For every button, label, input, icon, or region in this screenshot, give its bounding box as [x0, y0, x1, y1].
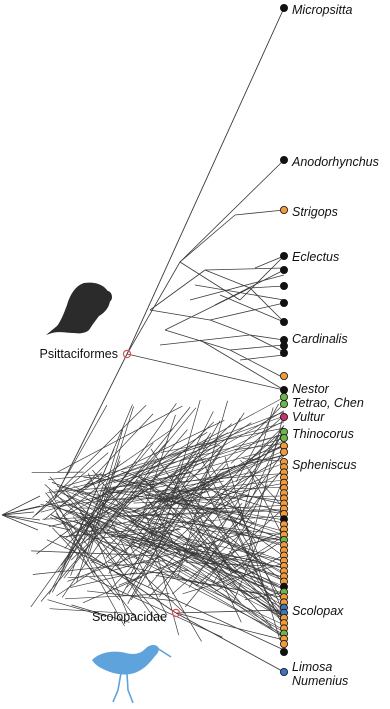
psittaciformes-edge [127, 262, 180, 354]
tip-nodes [280, 4, 287, 675]
network-edge [200, 340, 284, 390]
clade-label-psittaciformes: Psittaciformes [40, 347, 119, 361]
tip-node [280, 372, 287, 379]
tip-node [280, 252, 287, 259]
network-edge [205, 270, 250, 288]
anodorhynchus-edge [180, 160, 284, 262]
network-edge [180, 215, 235, 262]
tip-node [280, 342, 287, 349]
tip-node [280, 393, 287, 400]
psittaciformes-edge [127, 354, 284, 390]
tip-node [280, 434, 287, 441]
network-edge [230, 345, 284, 350]
network-edge [67, 405, 107, 475]
network-edge [87, 591, 174, 601]
tip-label-spheniscus: Spheniscus [292, 458, 357, 472]
tip-anodorhynchus [280, 156, 287, 163]
network-edge [255, 256, 284, 268]
tip-node [280, 640, 287, 647]
tip-limosa [280, 668, 287, 675]
network-edge [205, 268, 284, 270]
network-edge [220, 295, 284, 322]
tip-label-limosa: Limosa [292, 660, 332, 674]
tip-node [280, 299, 287, 306]
network-edge [240, 355, 284, 360]
scolopax-edge [176, 610, 284, 613]
tip-tetrao-chen [280, 400, 287, 407]
network-edge [151, 556, 201, 642]
tip-label-tetrao-chen: Tetrao, Chen [292, 396, 364, 410]
micropsitta-edge [127, 8, 284, 354]
network-edge [165, 288, 250, 330]
tip-node [280, 282, 287, 289]
tip-label-scolopax: Scolopax [292, 604, 344, 618]
tip-vultur [280, 413, 287, 420]
tip-node [280, 448, 287, 455]
root-edge [2, 500, 70, 515]
tip-node [280, 318, 287, 325]
tip-label-micropsitta: Micropsitta [292, 3, 352, 17]
tip-micropsitta [280, 4, 287, 11]
tip-nestor [280, 386, 287, 393]
tip-label-cardinalis: Cardinalis [292, 332, 348, 346]
tip-strigops [280, 206, 287, 213]
network-edges [2, 8, 284, 672]
tip-label-numenius: Numenius [292, 674, 348, 688]
parrot-silhouette-icon [46, 283, 112, 335]
tip-node [280, 266, 287, 273]
tip-label-nestor: Nestor [292, 382, 330, 396]
network-edge [83, 577, 142, 603]
root-edge [2, 496, 40, 515]
network-edge [68, 571, 189, 578]
network-edge [215, 270, 284, 305]
network-edge [48, 474, 100, 479]
tip-label-vultur: Vultur [292, 410, 325, 424]
tip-label-strigops: Strigops [292, 205, 338, 219]
tip-node [280, 349, 287, 356]
network-edge [31, 551, 153, 556]
tip-label-anodorhynchus: Anodorhynchus [291, 155, 379, 169]
network-edge [165, 330, 230, 350]
network-edge [150, 270, 205, 310]
clade-label-scolopacidae: Scolopacidae [92, 610, 167, 624]
tip-label-thinocorus: Thinocorus [292, 427, 354, 441]
strigops-edge [235, 210, 284, 215]
network-edge [210, 320, 250, 335]
shorebird-silhouette-icon [92, 645, 171, 703]
tip-node [280, 648, 287, 655]
tip-label-eclectus: Eclectus [292, 250, 339, 264]
network-edge [150, 310, 210, 320]
network-edge [160, 335, 250, 345]
network-edge [190, 275, 284, 300]
network-edge [250, 286, 284, 288]
network-edge [250, 288, 284, 322]
